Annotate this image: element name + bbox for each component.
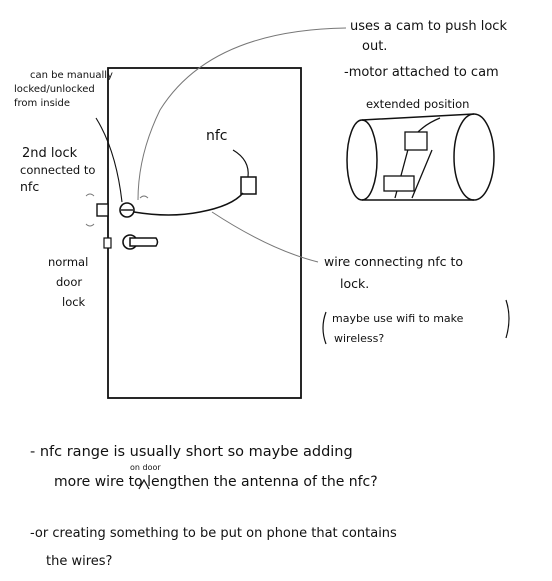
wifi-text-1: maybe use wifi to make [332,312,464,325]
nfc-leader-line [232,149,249,178]
cam-lobe-lower [383,175,415,192]
wifi-text-2: wireless? [334,332,384,345]
note2-line2: the wires? [46,554,112,569]
cam-text-2: out. [362,39,387,54]
normal-lock-text-3: lock [62,295,86,309]
nfc-wire [133,192,244,216]
cam-lobe-upper [404,131,428,151]
second-lock-text-2: connected to [20,163,95,177]
wire-text-2: lock. [340,276,369,291]
lock-motion-marks [85,193,149,227]
second-lock-text-1: 2nd lock [22,146,78,161]
cam-text-1: uses a cam to push lock [350,19,507,34]
motor-text: -motor attached to cam [344,65,499,80]
wire-text-1: wire connecting nfc to [324,254,463,269]
manual-lock-text-1: can be manually [30,70,113,81]
manual-lock-text-2: locked/unlocked [14,84,95,95]
extended-position-text: extended position [366,97,469,111]
insertion-caret [138,478,150,490]
wire-leader [211,211,319,263]
note1-line1: - nfc range is usually short so maybe ad… [30,444,353,460]
door-outline [107,67,302,399]
second-lock-text-3: nfc [20,179,39,194]
cam-cylinder [346,113,495,201]
manual-lock-text-3: from inside [14,98,70,109]
note1-line2: more wire to lengthen the antenna of the… [54,474,378,490]
cam-leader [137,27,347,201]
nfc-label: nfc [206,128,228,144]
normal-lock-text-2: door [56,275,82,289]
nfc-reader [240,176,257,195]
wifi-paren-right [505,299,510,339]
normal-lock-text-1: normal [48,255,88,269]
normal-lock-bolt [103,237,112,249]
note1-insert: on door [130,463,161,472]
door-handle-lever [129,237,159,247]
wifi-paren-left [322,311,327,345]
second-lock-bolt [96,203,109,217]
manual-lock-leader [95,117,123,203]
note2-line1: -or creating something to be put on phon… [30,526,397,541]
